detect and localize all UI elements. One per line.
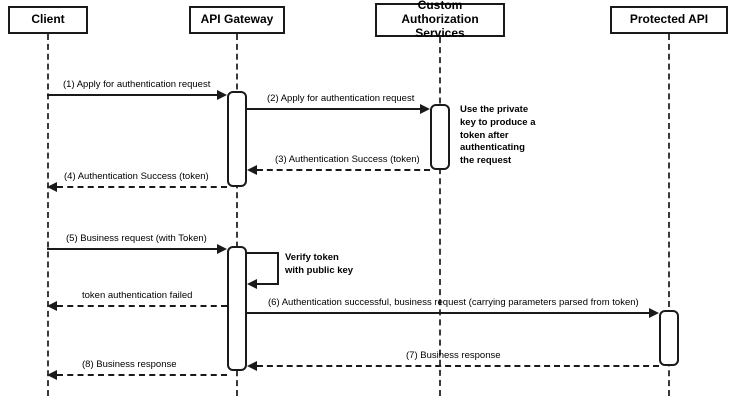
- message-token-authentication-failed-line: [57, 305, 227, 307]
- activation-api-gateway-auth-phase: [227, 91, 247, 187]
- lifeline-custom-authorization-services: [439, 37, 441, 396]
- message-5-label: (5) Business request (with Token): [66, 233, 207, 244]
- self-call-verify-token-top-segment: [247, 252, 279, 254]
- participant-api-gateway[interactable]: API Gateway: [189, 6, 285, 34]
- lifeline-api-gateway: [236, 34, 238, 396]
- message-7-arrowhead: [247, 361, 257, 371]
- note-private-key: Use the private key to produce a token a…: [460, 104, 536, 167]
- lifeline-protected-api: [668, 34, 670, 396]
- message-2-line: [247, 108, 422, 110]
- message-3-arrowhead: [247, 165, 257, 175]
- message-2-label: (2) Apply for authentication request: [267, 93, 415, 104]
- activation-protected-api: [659, 310, 679, 366]
- participant-api-gateway-label: API Gateway: [200, 12, 274, 27]
- message-4-label: (4) Authentication Success (token): [64, 171, 209, 182]
- message-4-line: [57, 186, 227, 188]
- message-8-label: (8) Business response: [82, 359, 177, 370]
- participant-custom-authorization-services-label: Custom Authorization Services: [401, 0, 479, 40]
- activation-custom-authorization-services: [430, 104, 450, 170]
- message-6-label: (6) Authentication successful, business …: [268, 297, 639, 308]
- message-token-authentication-failed-arrowhead: [47, 301, 57, 311]
- message-7-line: [257, 365, 659, 367]
- message-5-arrowhead: [217, 244, 227, 254]
- self-call-verify-token-side-segment: [277, 252, 279, 283]
- message-3-label: (3) Authentication Success (token): [275, 154, 420, 165]
- message-1-arrowhead: [217, 90, 227, 100]
- participant-protected-api-label: Protected API: [629, 12, 709, 27]
- self-call-verify-token-label: Verify token with public key: [285, 252, 354, 276]
- message-8-line: [57, 374, 227, 376]
- message-6-arrowhead: [649, 308, 659, 318]
- activation-api-gateway-business-phase: [227, 246, 247, 371]
- lifeline-client: [47, 34, 49, 396]
- self-call-verify-token-arrowhead: [247, 279, 257, 289]
- participant-client-label: Client: [31, 12, 65, 27]
- message-token-authentication-failed-label: token authentication failed: [82, 290, 193, 301]
- message-8-arrowhead: [47, 370, 57, 380]
- self-call-verify-token-bottom-segment: [257, 283, 279, 285]
- message-6-line: [247, 312, 651, 314]
- participant-protected-api[interactable]: Protected API: [610, 6, 728, 34]
- participant-custom-authorization-services[interactable]: Custom Authorization Services: [375, 0, 505, 40]
- participant-client[interactable]: Client: [8, 6, 88, 34]
- message-5-line: [47, 248, 219, 250]
- message-4-arrowhead: [47, 182, 57, 192]
- message-1-line: [47, 94, 219, 96]
- message-7-label: (7) Business response: [406, 350, 501, 361]
- message-3-line: [257, 169, 430, 171]
- message-1-label: (1) Apply for authentication request: [63, 79, 211, 90]
- message-2-arrowhead: [420, 104, 430, 114]
